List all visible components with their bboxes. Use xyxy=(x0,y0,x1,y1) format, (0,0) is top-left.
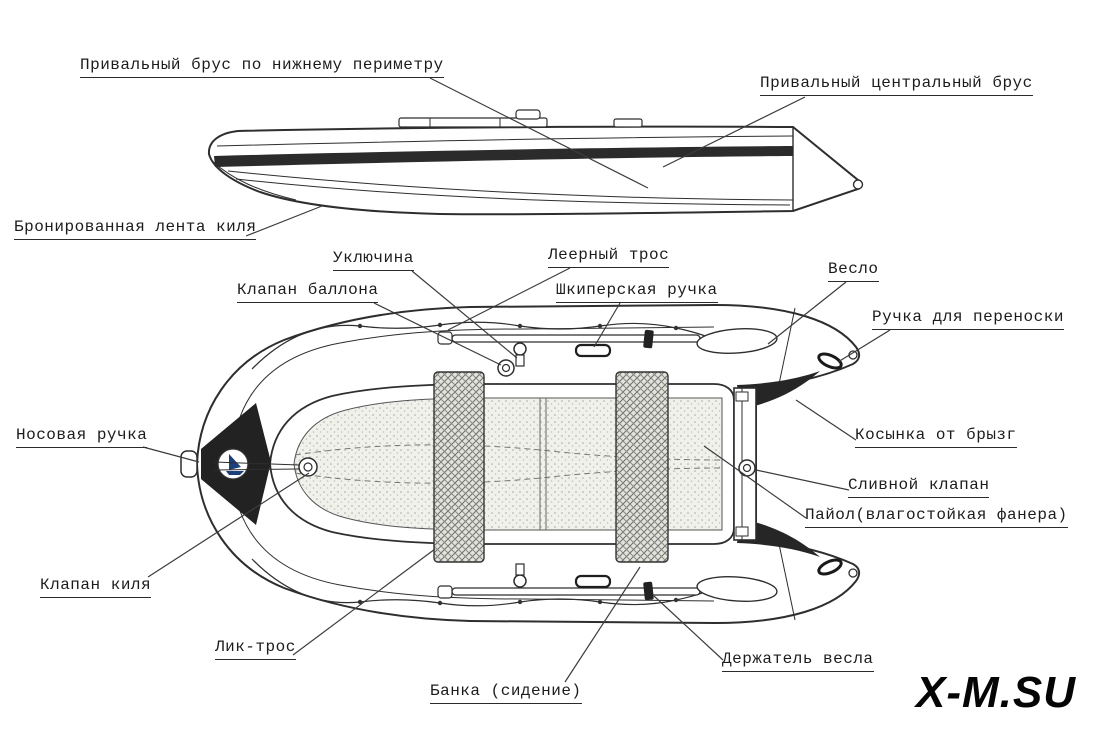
label-leerny-tros: Леерный трос xyxy=(548,247,670,268)
tube-valve xyxy=(497,359,515,377)
bow-logo xyxy=(217,448,249,480)
oar-holder-bottom xyxy=(643,581,654,601)
label-banka-sidenie: Банка (сидение) xyxy=(430,683,582,704)
label-nosovaya-ruchka: Носовая ручка xyxy=(16,427,148,448)
seat-1 xyxy=(433,371,485,563)
oar-holder-top xyxy=(643,329,654,349)
label-shkiperskaya-ruchka: Шкиперская ручка xyxy=(556,282,718,303)
oar-top xyxy=(437,328,778,354)
label-klapan-ballona: Клапан баллона xyxy=(237,282,379,303)
watermark-xmsu: X-M.SU xyxy=(916,668,1076,717)
seat-2 xyxy=(615,371,669,563)
label-klapan-kilya: Клапан киля xyxy=(40,577,152,598)
skipper-handle-top xyxy=(574,343,612,358)
label-derzhatel-vesla: Держатель весла xyxy=(722,651,874,672)
label-kosynka-ot-bryzg: Косынка от брызг xyxy=(855,427,1017,448)
leader-lines xyxy=(142,77,891,683)
label-payol: Пайол(влагостойкая фанера) xyxy=(805,507,1068,528)
boat-side-view-drawing xyxy=(207,109,864,216)
boat-top-view-drawing xyxy=(180,303,861,625)
oar-bottom xyxy=(437,576,778,602)
skipper-handle-bottom xyxy=(574,574,612,589)
label-veslo: Весло xyxy=(828,261,879,282)
drain-valve xyxy=(738,459,756,477)
label-slivnoy-klapan: Сливной клапан xyxy=(848,477,990,498)
label-lik-tros: Лик-трос xyxy=(215,639,296,660)
label-uklyuchina: Уключина xyxy=(333,250,414,271)
label-ruchka-dlya-perenoski: Ручка для переноски xyxy=(872,309,1064,330)
grab-rope-top xyxy=(251,321,716,370)
carry-handle-bottom xyxy=(817,558,843,576)
label-privalny-central-brus: Привальный центральный брус xyxy=(760,75,1033,96)
label-privalny-brus-nizhniy: Привальный брус по нижнему периметру xyxy=(80,57,444,78)
keel-valve xyxy=(298,457,318,477)
carry-handle-top xyxy=(817,352,843,370)
oarlock-top xyxy=(513,342,527,367)
oarlock-bottom xyxy=(513,563,527,588)
grab-rope-bottom xyxy=(251,558,716,607)
bow-handle xyxy=(180,450,300,478)
label-bronirovannaya-lenta-kilya: Бронированная лента киля xyxy=(14,219,257,240)
